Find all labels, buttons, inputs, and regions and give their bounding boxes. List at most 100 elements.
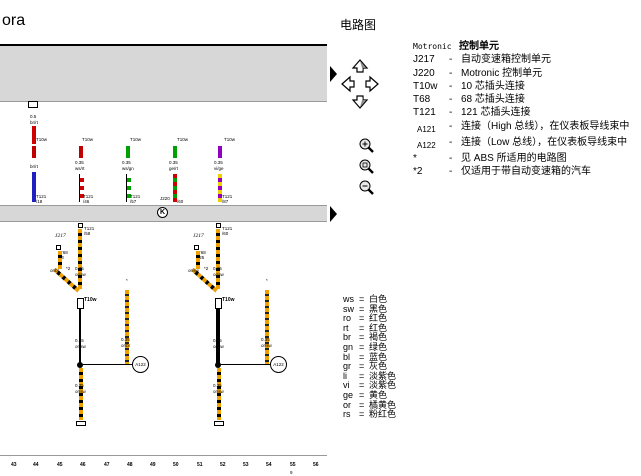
connector-pin: /58 (84, 231, 91, 236)
color-name: 灰色 (369, 361, 388, 372)
wire-size-label: 0.35 (75, 338, 84, 343)
color-code: bl (343, 351, 351, 362)
wire-color-label: or/sw (213, 389, 224, 394)
legend-code: A121 (417, 124, 436, 134)
color-name: 淡紫色 (369, 370, 397, 381)
color-item: ge=黄色 (343, 389, 388, 400)
legend-code: T10w (413, 80, 438, 92)
fuse-icon (28, 101, 38, 108)
wire-size-label: 0.35 (261, 337, 270, 342)
legend-item: J220-Motronic 控制单元 (413, 67, 543, 79)
wire-segment (125, 290, 129, 364)
color-item: bl=蓝色 (343, 351, 388, 362)
connector-label: J220 (160, 196, 170, 201)
connector-label: T121 (84, 226, 95, 231)
legend-code: T121 (413, 107, 436, 119)
wire-color-label: or/sw (188, 268, 199, 273)
legend-code: J217 (413, 54, 435, 66)
wire-segment (173, 174, 177, 202)
bus-connection-a122: A122 (132, 356, 149, 373)
connector-label: T121 (222, 226, 233, 231)
column-number: 51 (197, 462, 203, 468)
column-number: 50 (173, 462, 179, 468)
connector-label: T10w (130, 137, 142, 142)
wire-color-label: ws/rt (75, 166, 85, 171)
legend-item: A122-连接（Low 总线），在仪表板导线束中 (413, 136, 641, 152)
column-number: 49 (150, 462, 156, 468)
column-number: 52 (220, 462, 226, 468)
wire-color-label: br/rt (30, 164, 39, 169)
legend-item: J217-自动变速箱控制单元 (413, 54, 551, 66)
wire-color-label: ws/gn (122, 166, 134, 171)
legend-item: A121-连接（High 总线），在仪表板导线束中 (413, 120, 641, 136)
wire-size-label: 0.35 (214, 160, 223, 165)
color-code: ro (343, 313, 352, 324)
color-name: 黑色 (369, 303, 388, 314)
column-number: 43 (11, 462, 17, 468)
color-code: rs (343, 409, 351, 420)
wire-segment (79, 174, 84, 202)
next-page-arrow-icon[interactable] (330, 66, 337, 82)
zoom-in-icon[interactable] (357, 137, 375, 153)
legend-item: T68-68 芯插头连接 (413, 94, 525, 106)
legend-code: T68 (413, 94, 431, 106)
wire-segment (218, 146, 222, 158)
wire-segment (218, 174, 222, 202)
pin-terminal (56, 245, 61, 250)
nav-left-icon (341, 75, 355, 93)
legend-desc: 控制单元 (459, 41, 499, 52)
wire-color-label: or/sw (75, 344, 86, 349)
color-item: or=橘黄色 (343, 399, 397, 410)
zoom-out-icon[interactable] (357, 179, 375, 195)
zoom-fit-icon[interactable] (357, 158, 375, 174)
color-item: li=淡紫色 (343, 370, 397, 381)
connector-icon (77, 298, 84, 309)
legend-item: T10w-10 芯插头连接 (413, 80, 525, 92)
legend-desc: 仅适用于带自动变速箱的汽车 (461, 166, 591, 178)
wire-color-label: or/sw (75, 272, 86, 277)
wire-color-label: or/br (50, 268, 60, 273)
wire-color-label: or/sw (213, 272, 224, 277)
nav-right-icon (365, 75, 379, 93)
color-code: ws (343, 294, 354, 304)
color-name: 黄色 (369, 389, 388, 400)
navigation-cross-icon[interactable] (340, 58, 380, 110)
color-item: ws=白色 (343, 294, 388, 304)
color-item: gr=灰色 (343, 361, 388, 372)
wire-segment (79, 309, 81, 367)
wire-segment (83, 364, 127, 365)
color-code: vi (343, 380, 350, 391)
column-number: 54 (266, 462, 272, 468)
legend-code: * (413, 152, 417, 164)
wire-segment (216, 229, 220, 289)
wire-size-label: 0.35 (122, 160, 131, 165)
color-name: 白色 (369, 294, 388, 304)
color-code: li (343, 370, 347, 381)
wire-segment (32, 126, 36, 144)
connector-pin: /18 (36, 199, 43, 204)
color-name: 红色 (369, 313, 388, 324)
nav-up-icon (351, 59, 369, 73)
wire-segment (173, 146, 177, 158)
column-number: 45 (57, 462, 63, 468)
column-number: 46 (80, 462, 86, 468)
next-page-arrow-icon[interactable] (330, 206, 337, 222)
legend-item: *2-仅适用于带自动变速箱的汽车 (413, 166, 591, 178)
connector-label: T68 (198, 250, 206, 255)
wire-segment (126, 174, 131, 202)
color-code: rt (343, 322, 349, 333)
wire-segment (196, 251, 200, 269)
color-code: ge (343, 389, 354, 400)
component-label: J217 (55, 233, 66, 239)
wire-segment (265, 290, 269, 364)
color-item: gn=绿色 (343, 341, 388, 352)
wire-segment (265, 364, 271, 365)
wire-size-label: 0.35 (213, 338, 222, 343)
wire-size-label: 0.5 (30, 114, 37, 119)
wire-segment (58, 251, 62, 269)
wire-color-label: or/sw (213, 344, 224, 349)
wire-segment (78, 229, 82, 289)
color-code: gn (343, 341, 354, 352)
connector-icon (215, 298, 222, 309)
column-number: 48 (127, 462, 133, 468)
